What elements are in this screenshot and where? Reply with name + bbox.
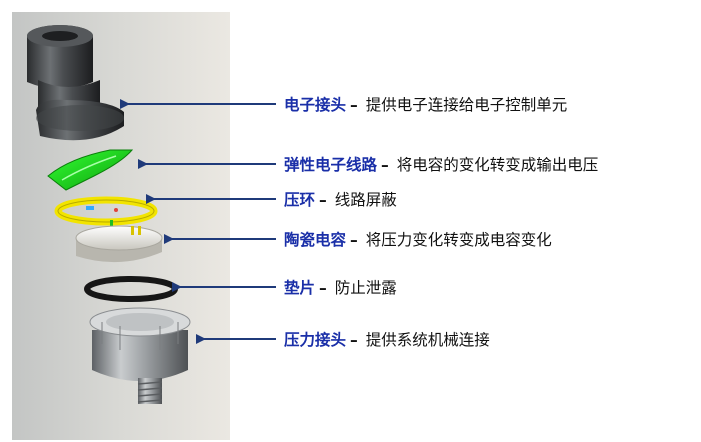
part-description: 防止泄露 [335,279,397,297]
part-description: 提供电子连接给电子控制单元 [366,96,568,114]
part-name: 陶瓷电容 [284,231,346,249]
label-electrical-connector: 电子接头–提供电子连接给电子控制单元 [284,95,567,115]
part-name: 弹性电子线路 [284,156,377,174]
label-elastic-circuit: 弹性电子线路–将电容的变化转变成输出电压 [284,155,598,175]
dash: – [319,191,327,209]
label-ceramic-capacitor: 陶瓷电容–将压力变化转变成电容变化 [284,230,552,250]
label-pressure-fitting: 压力接头–提供系统机械连接 [284,330,490,350]
dash: – [319,279,327,297]
label-gasket: 垫片–防止泄露 [284,278,397,298]
ceramic-capacitor-icon [76,226,162,262]
part-description: 将电容的变化转变成输出电压 [397,156,599,174]
dash: – [350,96,358,114]
part-name: 电子接头 [284,96,346,114]
part-name: 压环 [284,191,315,209]
part-description: 线路屏蔽 [335,191,397,209]
part-name: 垫片 [284,279,315,297]
label-pressure-ring: 压环–线路屏蔽 [284,190,397,210]
part-description: 提供系统机械连接 [366,331,490,349]
dash: – [350,231,358,249]
part-description: 将压力变化转变成电容变化 [366,231,552,249]
dash: – [381,156,389,174]
dash: – [350,331,358,349]
part-name: 压力接头 [284,331,346,349]
